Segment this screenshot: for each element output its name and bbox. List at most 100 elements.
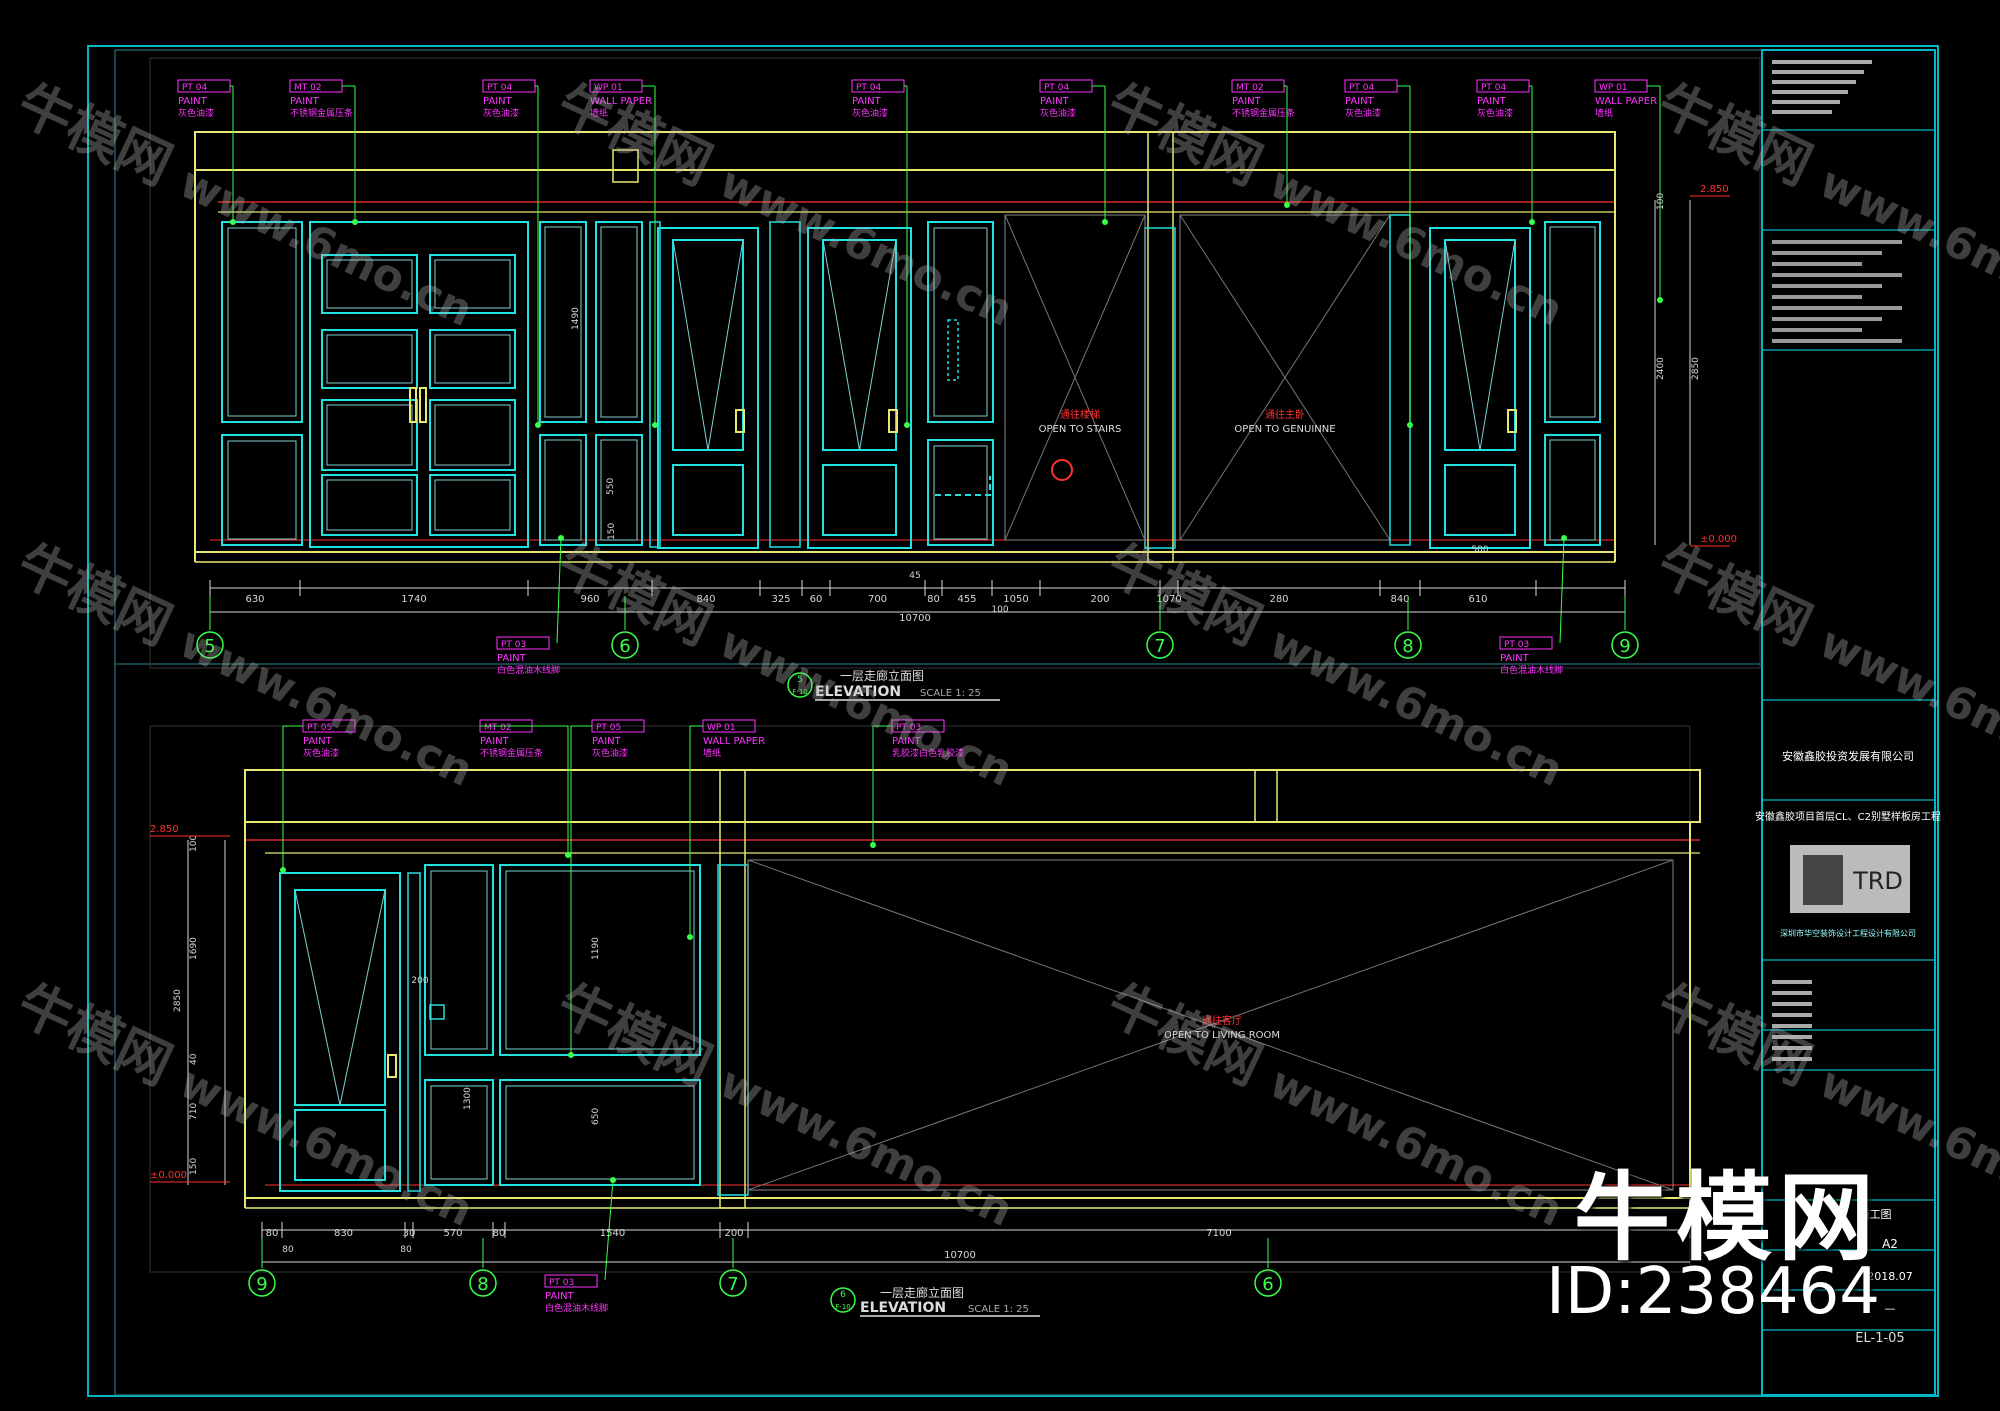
vertical-dimension-label: 150 <box>607 523 617 540</box>
material-tag-type: PAINT <box>480 736 510 747</box>
material-tag-code: PT 03 <box>501 640 526 650</box>
column <box>1147 131 1174 563</box>
wall-panel <box>1544 434 1601 546</box>
dimension-label: 1050 <box>1003 594 1028 605</box>
material-tag-code: PT 03 <box>1504 640 1529 650</box>
axis-label: 8 <box>477 1274 488 1295</box>
vertical-dimension-label: 1490 <box>571 307 581 330</box>
leader-dot <box>1407 422 1413 428</box>
vertical-dimension-label: 2850 <box>173 989 183 1012</box>
level-marker: 2.850 <box>1700 184 1729 195</box>
leader-line <box>556 537 562 644</box>
view-title-cn: 一层走廊立面图 <box>880 1285 964 1300</box>
view-title-bubble <box>787 672 813 698</box>
title-block-project: 安徽鑫胶项目首层CL、C2别墅样板房工程 <box>1755 810 1941 823</box>
door-jamb <box>407 872 421 1192</box>
material-tag-box <box>496 636 550 650</box>
brand-name: 牛模网 <box>1574 1162 1880 1274</box>
vertical-dimension-label: 100 <box>1656 193 1666 210</box>
leader-line <box>1559 537 1565 644</box>
single-door-swing <box>294 889 341 1106</box>
single-door-swing <box>1444 239 1481 451</box>
material-tag-type: PAINT <box>1500 653 1530 664</box>
dimension-label: 200 <box>1090 594 1109 605</box>
wall-panel-inset <box>430 1085 488 1180</box>
vertical-dimension-label: 100 <box>189 835 199 852</box>
leader-dot <box>352 219 358 225</box>
material-tag-note: 不锈钢金属压条 <box>290 107 353 119</box>
view-ref-sheet: F-10 <box>792 688 807 696</box>
view-scale: SCALE 1: 25 <box>968 1304 1029 1315</box>
dimension-label: 1740 <box>401 594 426 605</box>
dimension-label: 960 <box>580 594 599 605</box>
single-door-swing <box>672 239 709 451</box>
wall-panel-inset <box>505 870 695 1050</box>
total-dimension-label: 10700 <box>944 1250 976 1261</box>
dimension-label: 80 <box>927 594 940 605</box>
material-tag-note: 灰色油漆 <box>592 747 628 759</box>
sheet-size: A2 <box>1882 1237 1898 1251</box>
wall-panel-inset <box>933 227 988 417</box>
material-tag-type: WALL PAPER <box>1595 96 1657 107</box>
level-marker: 2.850 <box>150 824 179 835</box>
opening-diagonal <box>1004 214 1146 541</box>
title-block-note-line <box>1772 251 1882 255</box>
single-door-lower-panel <box>294 1109 386 1181</box>
dimension-label: 455 <box>957 594 976 605</box>
wall-panel-inset <box>505 1085 695 1180</box>
title-block-note-line <box>1772 306 1902 310</box>
material-tag-note: 白色混油木线脚 <box>497 664 560 676</box>
vertical-dimension-label: 650 <box>591 1108 601 1125</box>
single-door-swing <box>1479 239 1516 451</box>
material-tag-type: PAINT <box>497 653 527 664</box>
view-ref-sheet: F-10 <box>835 1303 850 1311</box>
upper-view-frame <box>149 57 1761 669</box>
material-tag-note: 白色混油木线脚 <box>545 1302 608 1314</box>
material-tag-code: WP 01 <box>594 83 623 93</box>
dashed-detail <box>935 476 991 496</box>
opening-label-cn: 通往客厅 <box>1202 1014 1242 1027</box>
leader-dot <box>568 1052 574 1058</box>
fire-alarm-symbol <box>1051 459 1073 481</box>
material-tag-box <box>544 1274 598 1288</box>
axis-bubble <box>611 631 639 659</box>
title-block-note-line <box>1772 60 1872 64</box>
dimension-label: 610 <box>1468 594 1487 605</box>
view-ref-number: 5 <box>797 675 803 685</box>
door-panel-inset <box>326 479 413 531</box>
material-tag-type: PAINT <box>1477 96 1507 107</box>
material-tag-note: 灰色油漆 <box>303 747 339 759</box>
single-door-handle <box>387 1054 397 1078</box>
light-switch <box>947 319 959 381</box>
material-tag-code: PT 05 <box>307 723 332 733</box>
material-tag-type: WALL PAPER <box>703 736 765 747</box>
material-tag-code: PT 03 <box>896 723 921 733</box>
title-block-note-line <box>1772 1002 1812 1006</box>
vertical-dimension-label: 1300 <box>463 1087 473 1110</box>
single-door-upper-panel <box>672 239 744 451</box>
wall-panel-inset <box>933 445 988 540</box>
dimension-label: 80 <box>266 1228 279 1239</box>
material-tag-code: PT 04 <box>182 83 208 93</box>
axis-label: 7 <box>727 1274 738 1295</box>
opening-stairs <box>1004 214 1146 541</box>
door-jamb <box>769 221 801 548</box>
axis-bubble <box>1146 631 1174 659</box>
material-tag-note: 不锈钢金属压条 <box>1232 107 1295 119</box>
title-block-note-line <box>1772 339 1902 343</box>
material-tag-note: 墙纸 <box>590 107 608 119</box>
beam-notch <box>1254 769 1278 823</box>
material-tag-code: WP 01 <box>1599 83 1628 93</box>
material-tag-code: PT 04 <box>1481 83 1507 93</box>
logo-mark <box>1803 855 1843 905</box>
axis-bubble <box>1611 631 1639 659</box>
dimension-label: 200 <box>724 1228 743 1239</box>
leader-dot <box>687 934 693 940</box>
door-panel-inset <box>434 334 511 384</box>
single-door-lower-panel <box>672 464 744 536</box>
door-panel-inset <box>326 404 413 466</box>
wall-panel-inset <box>1549 439 1596 541</box>
sheet-label: 施工图 <box>1859 1208 1892 1221</box>
leader-dot <box>652 422 658 428</box>
